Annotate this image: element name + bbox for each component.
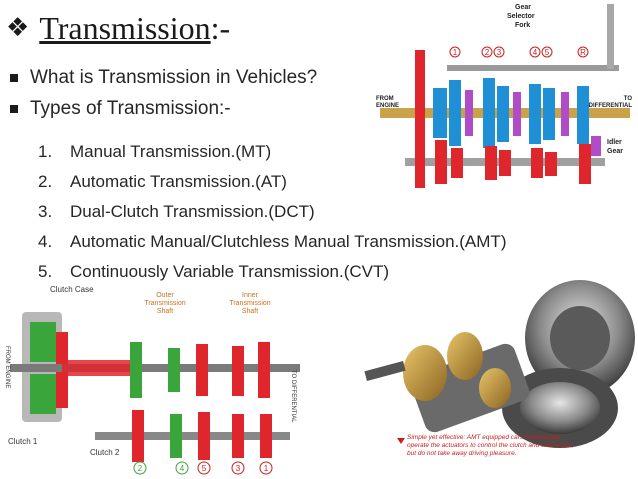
list-label: Continuously Variable Transmission.(CVT): [70, 262, 390, 281]
to-differential-label: DIFFERENTIAL: [589, 103, 633, 109]
from-engine-label: FROM: [376, 96, 394, 102]
list-item: 5. Continuously Variable Transmission.(CV…: [38, 257, 506, 287]
gear-number: 3: [497, 48, 502, 57]
gear-number: 5: [202, 464, 207, 473]
gear-selector-label: Selector: [507, 13, 535, 20]
idler-gear-label: Gear: [607, 148, 623, 155]
inner-shaft-label: Shaft: [242, 308, 258, 315]
square-bullet-icon: [10, 73, 18, 82]
title-text: Transmission: [39, 9, 211, 46]
title-suffix: :-: [210, 9, 231, 46]
gear-number: R: [580, 48, 586, 57]
from-engine-label: ENGINE: [376, 103, 399, 109]
gear-number: 2: [485, 48, 490, 57]
inner-shaft-label: Inner: [242, 292, 259, 299]
gold-gear: [479, 368, 511, 408]
gear-number: 3: [236, 464, 241, 473]
list-label: Dual-Clutch Transmission.(DCT): [70, 202, 315, 221]
outer-shaft-label: Transmission: [144, 300, 185, 307]
to-differential-label: TO DIFFERENTIAL: [290, 370, 296, 423]
clutch-1-label: Clutch 1: [8, 437, 38, 446]
list-label: Automatic Transmission.(AT): [70, 172, 287, 191]
to-differential-label: TO: [624, 96, 633, 102]
main-shaft-gears: [433, 78, 589, 148]
square-bullet-icon: [10, 104, 18, 113]
outer-shaft: [62, 360, 142, 376]
gold-gear: [403, 345, 447, 401]
bullet-text: Types of Transmission:-: [30, 97, 231, 119]
gear-number: 4: [533, 48, 538, 57]
gear-number: 1: [453, 48, 458, 57]
bullet-text: What is Transmission in Vehicles?: [30, 66, 318, 88]
counter-shaft: [95, 432, 290, 440]
slide-title: ❖ Transmission :-: [6, 8, 230, 48]
list-label: Automatic Manual/Clutchless Manual Trans…: [70, 232, 507, 251]
gear-number: 5: [545, 48, 550, 57]
caption-arrow-icon: [397, 438, 405, 444]
list-item: 2. Automatic Transmission.(AT): [38, 167, 506, 197]
list-number: 1.: [38, 142, 53, 161]
gear-selector-label: Fork: [515, 22, 530, 29]
diamond-bullet-icon: ❖: [6, 13, 30, 43]
list-number: 5.: [38, 262, 53, 281]
list-item: 3. Dual-Clutch Transmission.(DCT): [38, 197, 506, 227]
gear-housing: [410, 343, 530, 433]
list-number: 2.: [38, 172, 53, 191]
gold-gear: [447, 332, 483, 380]
gear-number: 4: [180, 464, 185, 473]
manual-transmission-diagram: Gear Selector Fork 1 2 3 4 5 R FRO: [376, 4, 633, 188]
list-number: 4.: [38, 232, 53, 251]
clutch-case-label: Clutch Case: [50, 285, 94, 294]
idler-gear-label: Idler: [607, 139, 622, 146]
clutch-2-label: Clutch 2: [90, 448, 120, 457]
gear-selector-label: Gear: [515, 4, 531, 11]
clutch-2: [30, 374, 56, 414]
list-item: 1. Manual Transmission.(MT): [38, 137, 506, 167]
outer-shaft-label: Outer: [156, 292, 174, 299]
bullet-list: What is Transmission in Vehicles? Types …: [10, 62, 317, 124]
outer-shaft-label: Shaft: [157, 308, 173, 315]
gear-set: [130, 342, 272, 462]
bullet-item: What is Transmission in Vehicles?: [10, 62, 317, 93]
clutch-1: [30, 322, 56, 362]
input-shaft: [10, 364, 300, 372]
dual-clutch-diagram: Clutch Case Outer Transmission Shaft Inn…: [0, 282, 350, 479]
input-gear: [415, 50, 425, 188]
list-label: Manual Transmission.(MT): [70, 142, 272, 161]
selector-rod: [447, 65, 619, 71]
list-number: 3.: [38, 202, 53, 221]
list-item: 4. Automatic Manual/Clutchless Manual Tra…: [38, 227, 506, 257]
from-engine-label: FROM ENGINE: [4, 346, 10, 388]
output-shaft: [364, 360, 406, 382]
gear-number: 1: [264, 464, 269, 473]
inner-shaft-label: Transmission: [229, 300, 270, 307]
photo-caption: Simple yet effective: AMT equipped cars …: [407, 434, 574, 457]
shift-lever: [607, 4, 614, 69]
bullet-item: Types of Transmission:-: [10, 93, 317, 124]
transmission-types-list: 1. Manual Transmission.(MT) 2. Automatic T…: [38, 137, 506, 287]
amt-gearbox-photo: Simple yet effective: AMT equipped cars …: [364, 280, 635, 457]
idler-gear: [591, 136, 601, 156]
gear-number: 2: [138, 464, 143, 473]
lay-shaft-gears: [435, 140, 591, 184]
